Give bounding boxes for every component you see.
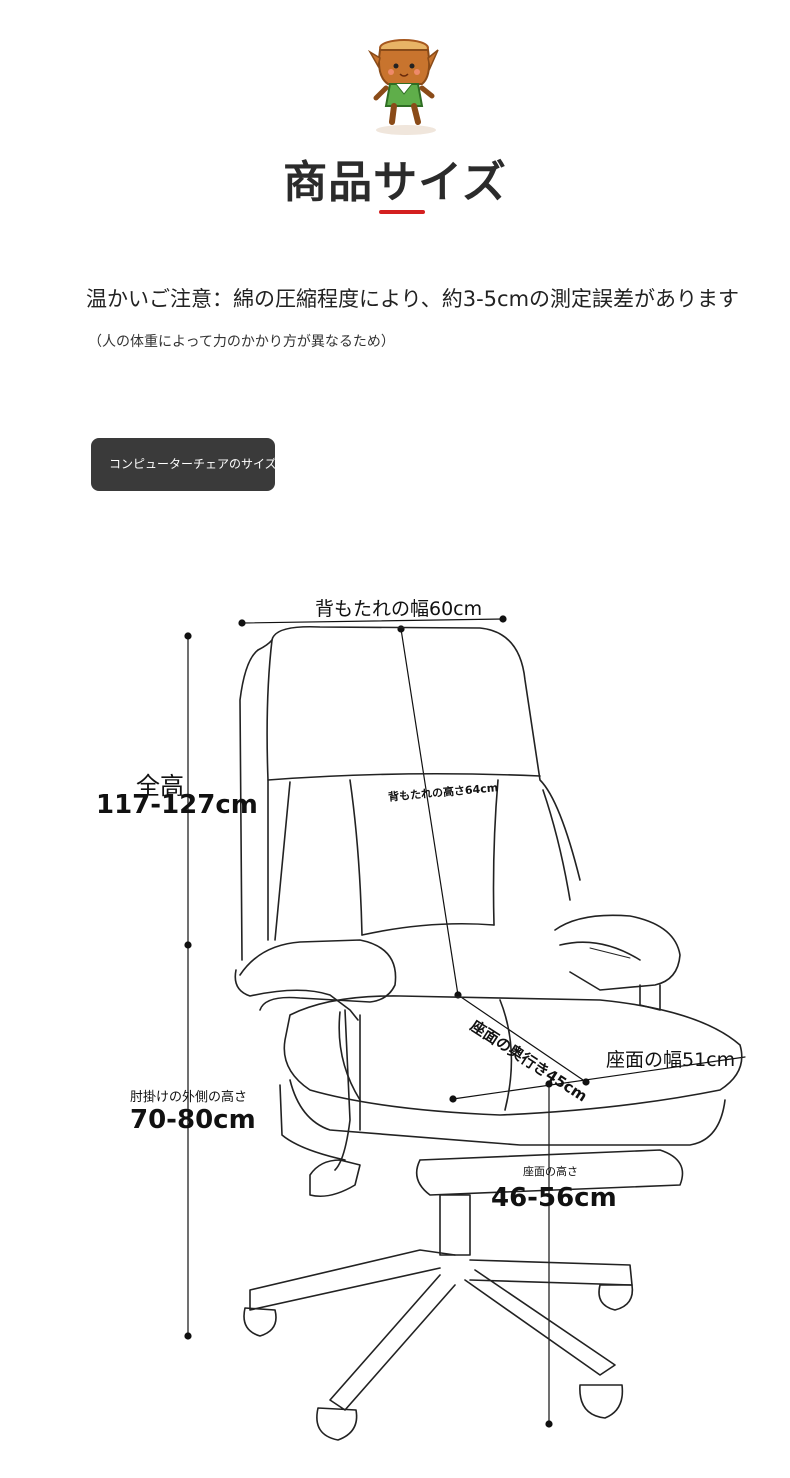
measurement-notice-sub: （人の体重によって力のかかり方が異なるため） (88, 334, 395, 350)
page-title: 商品サイズ (283, 157, 507, 208)
seat-height-label: 座面の高さ (523, 1165, 578, 1178)
chair-illustration (184, 615, 746, 1441)
total-height-value: 117-127cm (96, 790, 258, 820)
total-height-label: 全高 (136, 772, 184, 800)
armrest-height-value: 70-80cm (130, 1105, 256, 1135)
seat-width-label: 座面の幅51cm (606, 1049, 736, 1071)
backrest-width-label: 背もたれの幅60cm (315, 598, 483, 620)
seat-height-value: 46-56cm (491, 1183, 617, 1213)
armrest-height-label: 肘掛けの外側の高さ (130, 1090, 248, 1105)
chair-size-diagram: 背もたれの幅60cm 全高 117-127cm 背もたれの高さ64cm 座面の奥… (0, 560, 790, 1478)
mascot-icon (367, 39, 439, 135)
measurement-lines (184, 615, 746, 1428)
measurement-notice: 温かいご注意：綿の圧縮程度により、約3-5cmの測定誤差があります (86, 287, 740, 311)
title-underline (379, 210, 425, 214)
section-tag: コンピューターチェアのサイズ (91, 438, 275, 491)
